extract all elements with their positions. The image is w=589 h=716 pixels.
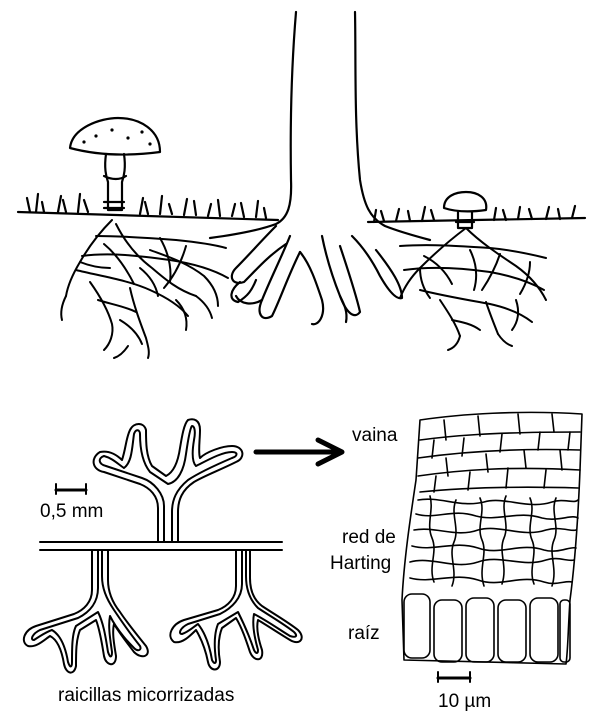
caption-raicillas: raicillas micorrizadas [58,686,234,705]
label-scale-root: 0,5 mm [40,502,103,521]
label-scale-tissue: 10 µm [438,692,491,711]
tree-trunk [210,12,430,240]
mycorrhizal-rootlet-upper [94,419,243,542]
mushroom-right [444,192,486,228]
mycorrhizal-rootlet-lower-left [24,550,148,673]
label-harting: Harting [330,554,391,573]
tree-roots [231,226,402,324]
scale-bar-0-5mm [56,484,86,494]
mycorrhizal-network-left [61,220,228,358]
tissue-section [402,412,582,664]
soil-layer-line [40,542,282,550]
mycorrhizal-network-right [400,228,546,350]
label-red-de: red de [342,528,396,547]
scale-bar-10um [438,672,470,682]
arrow-right-icon [256,440,342,464]
label-vaina: vaina [352,426,397,445]
ground-left [18,194,278,220]
mushroom-left [70,118,160,210]
ground-right [368,206,585,222]
label-raiz: raíz [348,624,380,643]
mycorrhizal-rootlet-lower-right [170,550,301,670]
